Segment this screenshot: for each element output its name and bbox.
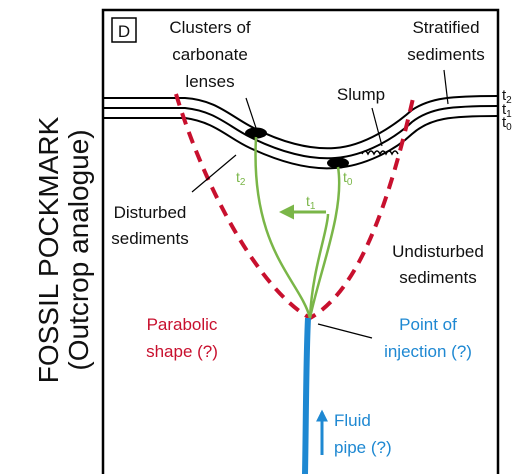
layer-t2 bbox=[103, 95, 499, 150]
layer-t1 bbox=[103, 105, 499, 160]
leader-injection bbox=[317, 323, 373, 339]
path-label-t2: t2 bbox=[236, 169, 246, 188]
label-stratified-1: Stratified bbox=[412, 18, 479, 37]
label-carbonate-2: carbonate bbox=[172, 45, 248, 64]
label-undisturbed-1: Undisturbed bbox=[392, 242, 484, 261]
label-carbonate-3: lenses bbox=[185, 72, 234, 91]
slump-texture bbox=[361, 150, 399, 156]
label-injection-2: injection (?) bbox=[384, 342, 472, 361]
panel-label-box bbox=[111, 17, 137, 43]
label-stratified-2: sediments bbox=[407, 45, 484, 64]
label-carbonate-1: Clusters of bbox=[169, 18, 251, 37]
leader-slump bbox=[371, 107, 383, 147]
panel-frame bbox=[101, 8, 500, 474]
fluid-paths bbox=[254, 136, 341, 319]
side-title-line1: FOSSIL POCKMARK bbox=[33, 116, 64, 383]
parabolic-outline bbox=[174, 93, 416, 321]
path-t0 bbox=[308, 166, 341, 319]
time-marker-t0: t0 bbox=[502, 114, 512, 133]
fluid-pipe bbox=[302, 317, 311, 475]
panel-label: D bbox=[118, 22, 130, 41]
time-marker-t2: t2 bbox=[502, 87, 512, 106]
leader-disturbed bbox=[191, 154, 237, 193]
label-fluid-2: pipe (?) bbox=[334, 438, 392, 457]
carbonate-lens-upper bbox=[245, 127, 267, 139]
leader-lines bbox=[191, 69, 449, 339]
path-label-t1: t1 bbox=[306, 193, 316, 212]
path-label-t0: t0 bbox=[343, 169, 353, 188]
stratified-layers bbox=[103, 95, 499, 170]
time-markers: t2 t1 t0 bbox=[502, 87, 512, 133]
label-disturbed-1: Disturbed bbox=[114, 203, 187, 222]
leader-carbonate bbox=[245, 97, 257, 129]
label-slump: Slump bbox=[337, 85, 385, 104]
time-marker-t1: t1 bbox=[502, 101, 512, 120]
side-title: FOSSIL POCKMARK (Outcrop analogue) bbox=[33, 116, 94, 383]
label-disturbed-2: sediments bbox=[111, 229, 188, 248]
label-fluid-1: Fluid bbox=[334, 411, 371, 430]
label-parabolic-1: Parabolic bbox=[147, 315, 218, 334]
label-parabolic-2: shape (?) bbox=[146, 342, 218, 361]
label-injection-1: Point of bbox=[399, 315, 457, 334]
side-title-line2: (Outcrop analogue) bbox=[63, 129, 94, 370]
leader-stratified bbox=[443, 69, 449, 105]
path-t2 bbox=[254, 136, 312, 319]
path-t1 bbox=[308, 213, 330, 319]
label-undisturbed-2: sediments bbox=[399, 268, 476, 287]
carbonate-lens-lower bbox=[327, 157, 349, 169]
layer-t0 bbox=[103, 115, 499, 170]
